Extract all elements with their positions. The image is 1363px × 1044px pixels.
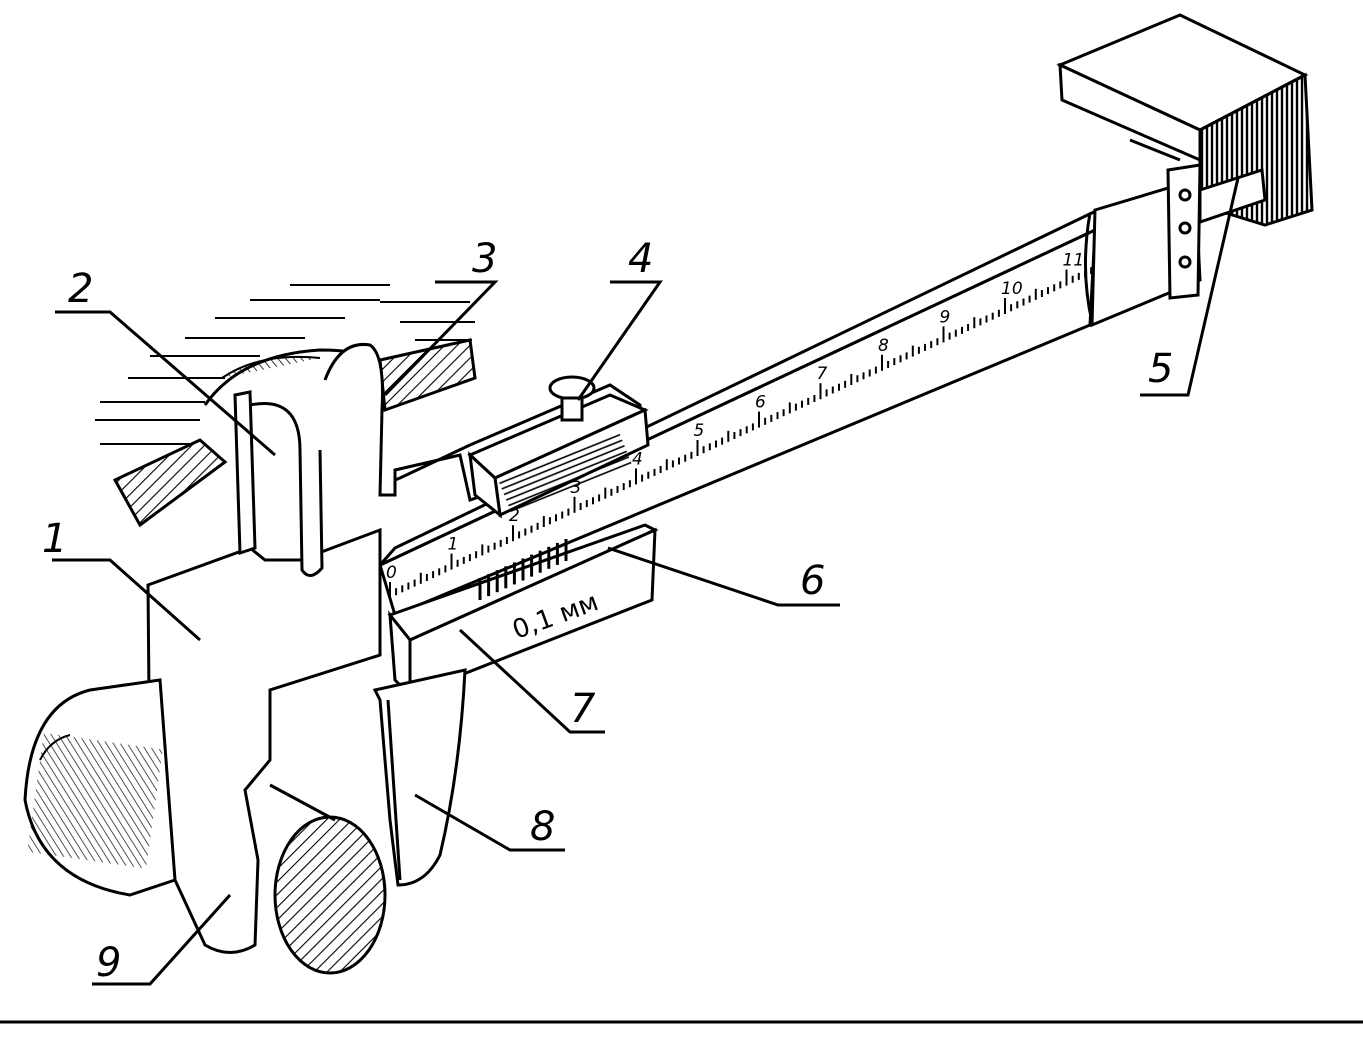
callout-labels: 1 2 3 4 5 6 7 8 9 — [42, 236, 1173, 986]
leader-lines — [52, 177, 1240, 986]
vernier-scale — [478, 539, 568, 600]
main-scale-number: 11 — [1063, 251, 1085, 271]
workpiece-surface-hatching — [95, 284, 475, 445]
vernier-plate — [387, 523, 659, 699]
moving-jaw — [372, 668, 467, 887]
callout-6: 6 — [800, 558, 825, 604]
main-scale: 0 1 2 3 4 5 6 7 8 9 10 11 — [386, 251, 1093, 598]
callout-1: 1 — [42, 516, 67, 562]
depth-rod-end — [1056, 13, 1314, 300]
main-scale-number: 7 — [817, 364, 828, 384]
main-scale-number: 0 — [386, 563, 397, 583]
main-beam — [378, 178, 1202, 618]
callout-5: 5 — [1148, 346, 1173, 392]
callout-3: 3 — [472, 236, 497, 282]
main-scale-number: 8 — [878, 336, 889, 356]
measured-shaft — [23, 678, 387, 975]
main-scale-number: 2 — [509, 506, 520, 526]
main-scale-number: 10 — [1001, 279, 1023, 299]
callout-9: 9 — [96, 940, 121, 986]
main-scale-number: 1 — [448, 535, 459, 555]
callout-7: 7 — [570, 686, 596, 732]
callout-2: 2 — [68, 266, 93, 312]
main-scale-number: 9 — [940, 307, 951, 327]
workpiece-section — [112, 338, 477, 528]
main-scale-number: 6 — [755, 393, 766, 413]
main-scale-number: 4 — [632, 449, 643, 469]
main-scale-number: 5 — [694, 421, 705, 441]
main-scale-number: 3 — [571, 478, 582, 498]
fixed-jaw-frame — [146, 390, 382, 954]
callout-8: 8 — [530, 804, 555, 850]
frame-texture — [498, 431, 633, 514]
callout-4: 4 — [628, 236, 653, 282]
